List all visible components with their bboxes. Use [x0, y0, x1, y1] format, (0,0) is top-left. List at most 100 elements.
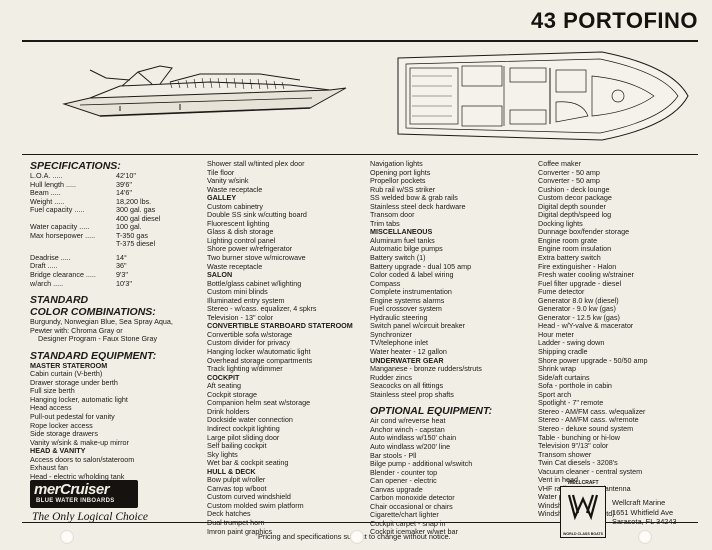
list-item: Access doors to salon/stateroom	[30, 454, 135, 464]
list-item: Stereo - w/cass. equalizer, 4 spkrs	[207, 304, 317, 314]
list-item: Opening port lights	[370, 167, 431, 177]
list-item: Deck hatches	[207, 509, 251, 519]
list-item: Fuel filter upgrade - diesel	[538, 278, 622, 288]
list-item: Hanging locker w/automatic light	[207, 347, 311, 357]
list-item: Television 9"/13" color	[538, 441, 609, 451]
color-combinations-list: Burgundy, Norwegian Blue, Sea Spray Aqua…	[30, 318, 200, 344]
list-item: Stainless steel prop shafts	[370, 389, 454, 399]
list-item: Custom curved windshield	[207, 492, 291, 502]
list-item: Fire extinguisher - Halon	[538, 261, 617, 271]
list-item: Sofa - porthole in cabin	[538, 381, 612, 391]
list-item: Generator - 9.0 kw (gas)	[538, 304, 616, 314]
list-item: Waste receptacle	[207, 184, 263, 194]
list-item: Cushion - deck lounge	[538, 184, 610, 194]
list-item: Lighting control panel	[207, 235, 276, 245]
mercruiser-logo: merCruiser BLUE WATER INBOARDS	[30, 480, 138, 508]
list-item: Rudder zincs	[370, 372, 412, 382]
list-item: Ladder - swing down	[538, 338, 605, 348]
spec-row: Max horsepower .....T-350 gas	[30, 230, 200, 241]
spec-row: T-375 diesel	[30, 240, 200, 249]
top-rule	[22, 40, 698, 42]
list-item: Indirect cockpit lighting	[207, 423, 280, 433]
list-item: SS welded bow & grab rails	[370, 193, 458, 203]
list-item: Complete instrumentation	[370, 287, 452, 297]
list-item: Side storage drawers	[30, 429, 98, 439]
spec-label: Bridge clearance .....	[30, 270, 96, 280]
list-item: Can opener - electric	[370, 476, 437, 486]
list-item: Large pilot sliding door	[207, 432, 280, 442]
list-item: Double SS sink w/cutting board	[207, 210, 307, 220]
spec-value: 18,200 lbs.	[116, 196, 152, 206]
wellcraft-logo: WELLCRAFT WORLD CLASS BOATS	[560, 480, 606, 538]
dealer-line: Sarasota, FL 34243	[612, 517, 677, 526]
equipment-subheading: HEAD & VANITY	[30, 446, 86, 456]
list-item: Air cond w/reverse heat	[370, 416, 446, 426]
list-item: Dunnage box/fender storage	[538, 227, 630, 237]
list-item: Twin Cat diesels - 3208's	[538, 458, 618, 468]
list-item: Track lighting w/dimmer	[207, 364, 283, 374]
list-item: Coffee maker	[538, 159, 582, 168]
list-item: Generator - 12.5 kw (gas)	[538, 312, 620, 322]
list-item: Bar stools - Pll	[370, 450, 417, 460]
list-item: Engine room insulation	[538, 244, 612, 254]
list-item: Custom divider for privacy	[207, 338, 291, 348]
list-item: Exhaust fan	[30, 463, 68, 473]
list-item: Compass	[370, 278, 401, 288]
list-item: Synchronizer	[370, 329, 412, 339]
list-item: Canvas top w/boot	[207, 483, 267, 493]
spec-label: Water capacity .....	[30, 222, 90, 232]
spec-value: 42'10"	[116, 171, 136, 180]
spec-value: 14°	[116, 252, 127, 262]
list-item: Stereo - AM/FM cass. w/remote	[538, 415, 639, 425]
spec-label: w/arch .....	[30, 278, 64, 288]
equipment-subheading: SALON	[207, 270, 233, 280]
list-item: Table - bunching or hi-low	[538, 432, 620, 442]
spec-row: Fuel capacity .....300 gal. gas	[30, 206, 200, 215]
list-item: Stereo - deluxe sound system	[538, 423, 634, 433]
list-item: Spotlight - 7" remote	[538, 398, 604, 408]
list-item: Cockpit icemaker w/wet bar	[370, 527, 458, 537]
list-item: Dockside water connection	[207, 415, 293, 425]
spec-row: Bridge clearance .....9'3"	[30, 270, 200, 280]
equipment-subheading: COCKPIT	[207, 372, 240, 382]
spec-row: Weight ..... 18,200 lbs.	[30, 196, 200, 207]
wellcraft-logo-foot: WORLD CLASS BOATS	[562, 532, 604, 536]
list-item: Rope locker access	[30, 420, 93, 430]
list-item: Wet bar & cockpit seating	[207, 458, 289, 468]
spec-value: 10'3"	[116, 278, 132, 288]
spec-label: Hull length .....	[30, 179, 76, 189]
list-item: Docking lights	[538, 218, 583, 228]
list-item: Aft seating	[207, 381, 241, 391]
list-item: Digital depth/speed log	[538, 210, 612, 220]
list-item: Digital depth sounder	[538, 201, 606, 211]
list-item: Converter - 50 amp	[538, 167, 600, 177]
list-item: Color coded & label wiring	[370, 270, 454, 280]
list-item: Navigation lights	[370, 159, 423, 168]
spec-label	[30, 240, 116, 249]
spec-label: Weight .....	[30, 196, 65, 206]
spec-label: Max horsepower .....	[30, 230, 96, 240]
standard-equipment-heading: STANDARD EQUIPMENT:	[30, 349, 157, 362]
list-item: Fresh water cooling w/strainer	[538, 270, 634, 280]
list-item: Glass & dish storage	[207, 227, 274, 237]
list-item: Drink holders	[207, 406, 250, 416]
list-item: Cockpit carpet - snap in	[370, 518, 446, 528]
spec-value: 14'6"	[116, 188, 132, 198]
list-item: Stereo - AM/FM cass. w/equalizer	[538, 406, 646, 416]
list-item: Full size berth	[30, 386, 75, 396]
list-item: Transom shower	[538, 449, 592, 459]
color-combinations-heading: COLOR COMBINATIONS:	[30, 306, 156, 319]
deck-plan-drawing	[397, 51, 689, 141]
mercruiser-subtitle: BLUE WATER INBOARDS	[36, 498, 115, 504]
list-item: Vacuum cleaner - central system	[538, 466, 643, 476]
list-item: Trim tabs	[370, 218, 400, 228]
list-item: Head - w/Y-valve & macerator	[538, 321, 634, 331]
list-item: Auto windlass w/200' line	[370, 441, 451, 451]
list-item: Pull-out pedestal for vanity	[30, 412, 115, 422]
